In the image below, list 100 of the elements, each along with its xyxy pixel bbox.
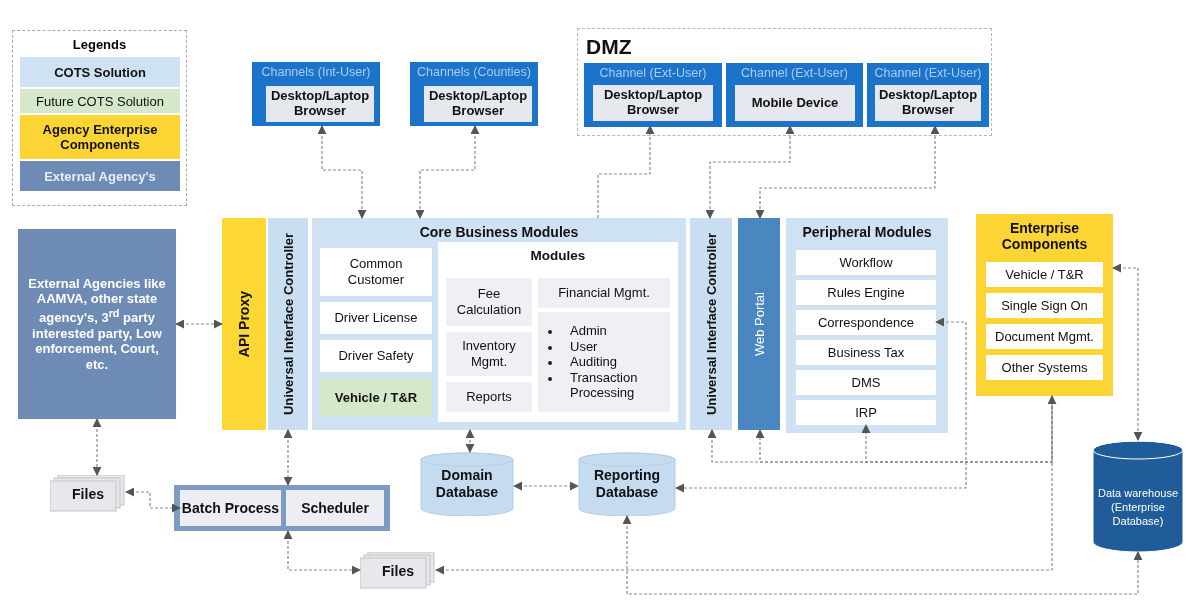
box-label: Driver Safety	[338, 348, 414, 364]
arrow	[92, 418, 102, 476]
process-box	[180, 490, 281, 526]
device-box	[593, 85, 713, 121]
controller-bar	[268, 218, 308, 430]
controller-bar	[690, 218, 732, 430]
arrow	[175, 319, 223, 329]
box-label: Business Tax	[827, 344, 905, 361]
channel-box	[867, 63, 989, 127]
arrow	[415, 125, 480, 219]
box-label: Data warehouse (Enterprise Database)	[1096, 485, 1180, 529]
dmz-zone	[577, 28, 992, 136]
portal-bar	[738, 218, 780, 430]
module-panel	[786, 218, 948, 433]
database-cylinder	[578, 452, 676, 516]
box-label: Mobile Device	[751, 95, 839, 111]
legend-text: External Agency's	[44, 168, 156, 184]
box-label: Desktop/Laptop Browser	[602, 88, 704, 118]
module-panel	[438, 242, 678, 422]
list-item: Admin	[570, 323, 607, 339]
box-label: Desktop/Laptop Browser	[427, 89, 529, 119]
arrow	[622, 515, 1143, 595]
module-box	[796, 310, 936, 335]
box-label: Correspondence	[817, 314, 915, 331]
bullet-list-panel	[538, 312, 670, 412]
module-box	[320, 340, 432, 372]
box-label: Rules Engine	[827, 284, 905, 301]
panel-heading: Channel (Ext-User)	[599, 66, 707, 80]
channel-box	[410, 62, 538, 126]
component-box	[986, 262, 1103, 287]
arrow	[125, 487, 181, 513]
module-box	[796, 400, 936, 425]
database-cylinder	[1092, 440, 1184, 552]
list-item: Auditing	[570, 354, 617, 370]
module-box	[796, 250, 936, 275]
arrow	[465, 429, 475, 453]
arrow	[283, 429, 293, 486]
module-box	[320, 302, 432, 334]
box-label: Single Sign On	[1001, 297, 1088, 314]
panel-heading: Peripheral Modules	[802, 224, 932, 240]
process-box	[286, 490, 384, 526]
box-label: Other Systems	[1001, 359, 1088, 376]
box-label: Scheduler	[301, 499, 369, 517]
arrow	[675, 317, 967, 493]
module-box	[796, 280, 936, 305]
module-box	[796, 370, 936, 395]
panel-heading: Core Business Modules	[419, 224, 579, 240]
arrow	[283, 530, 361, 575]
list-item: User	[570, 338, 598, 355]
arrow	[705, 125, 795, 219]
module-box	[796, 340, 936, 365]
box-label: Fee Calculation	[455, 286, 523, 318]
box-label: Files	[72, 486, 104, 502]
box-label: Vehicle / T&R	[334, 389, 418, 405]
arrow	[1112, 263, 1143, 441]
component-box	[986, 293, 1103, 318]
agency-box	[18, 229, 176, 419]
channel-box	[584, 63, 722, 127]
legend-text: Future COTS Solution	[36, 93, 164, 109]
panel-heading: Channels (Counties)	[417, 65, 531, 79]
arrow	[435, 395, 1057, 575]
component-box	[986, 355, 1103, 380]
files-stack	[50, 475, 126, 513]
box-label: Domain Database	[434, 467, 500, 501]
box-label: Reporting Database	[592, 467, 662, 501]
box-label: Batch Process	[181, 499, 280, 517]
box-label: IRP	[855, 404, 877, 421]
arrow	[513, 481, 579, 491]
box-label: External Agencies like AAMVA, other state agency's, 3$^{rd}$ party interested party, Low enforcement, Court, etc.	[27, 275, 167, 373]
module-box	[320, 248, 432, 296]
vertical-label: Universal Interface Controller	[280, 232, 296, 416]
box-label: Desktop/Laptop Browser	[877, 88, 979, 118]
panel-heading: Channel (Ext-User)	[874, 66, 982, 80]
batch-frame	[174, 485, 390, 531]
box-label: Inventory Mgmt.	[461, 338, 517, 370]
legend-text: COTS Solution	[54, 64, 146, 80]
arrow	[755, 125, 940, 219]
box-label: Desktop/Laptop Browser	[269, 89, 371, 119]
box-label: Files	[382, 563, 414, 579]
component-box	[986, 324, 1103, 349]
box-label: Reports	[466, 389, 512, 405]
panel-heading: DMZ	[586, 35, 632, 59]
arrow	[597, 125, 655, 219]
panel-heading: Modules	[530, 248, 586, 263]
vertical-label: Universal Interface Controller	[703, 232, 719, 416]
files-stack	[360, 552, 436, 590]
device-box	[735, 85, 855, 121]
list-item: Transaction Processing	[570, 369, 639, 401]
box-label: Financial Mgmt.	[558, 285, 650, 301]
box-label: Workflow	[839, 254, 893, 271]
vertical-label: Web Portal	[751, 291, 767, 357]
module-box	[320, 378, 432, 416]
box-label: Common Customer	[346, 256, 406, 288]
proxy-bar	[222, 218, 266, 430]
box-label: DMS	[851, 374, 881, 391]
arrow	[317, 125, 367, 219]
legend-text: Agency Enterprise Components	[41, 122, 159, 152]
module-panel	[312, 218, 686, 430]
vertical-label: API Proxy	[236, 290, 252, 358]
channel-box	[726, 63, 863, 127]
